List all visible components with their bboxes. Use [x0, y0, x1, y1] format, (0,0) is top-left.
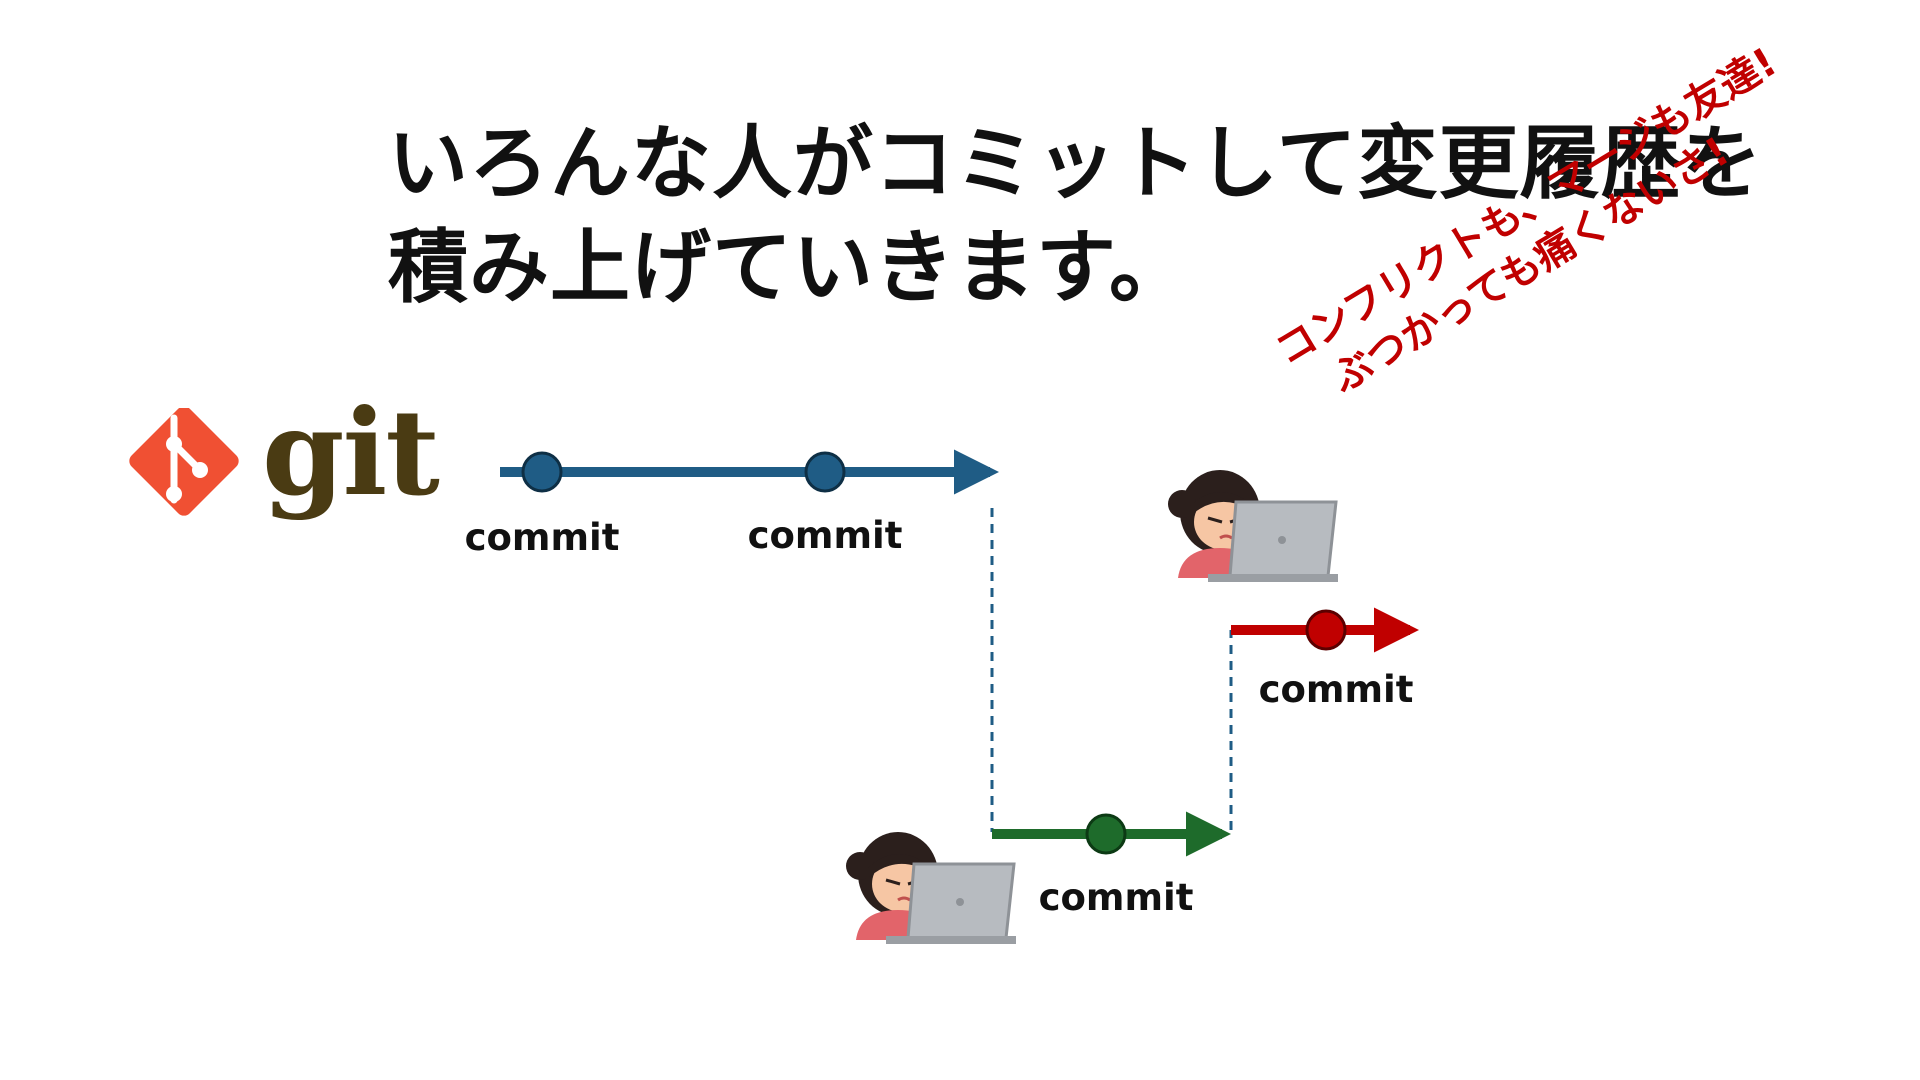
- commit-label-main-2: commit: [748, 514, 903, 557]
- commit-node-red: [1305, 609, 1347, 651]
- title-line-2: 積み上げていきます。: [388, 221, 1190, 314]
- girl-with-laptop-icon: [846, 832, 1016, 944]
- commit-node-main-2: [804, 451, 846, 493]
- commit-label-red: commit: [1259, 668, 1414, 711]
- git-wordmark: git: [262, 383, 440, 522]
- commit-node-main-1: [521, 451, 563, 493]
- girl-with-laptop-icon: [1168, 470, 1338, 582]
- title-line-1: いろんな人がコミットして変更履歴を: [388, 117, 1763, 210]
- git-diamond-icon: [129, 408, 239, 516]
- commit-label-green: commit: [1039, 876, 1194, 919]
- commit-node-green: [1085, 813, 1127, 855]
- git-logo: [129, 408, 239, 516]
- commit-label-main-1: commit: [465, 516, 620, 559]
- slide-title: いろんな人がコミットして変更履歴を 積み上げていきます。: [388, 112, 1763, 320]
